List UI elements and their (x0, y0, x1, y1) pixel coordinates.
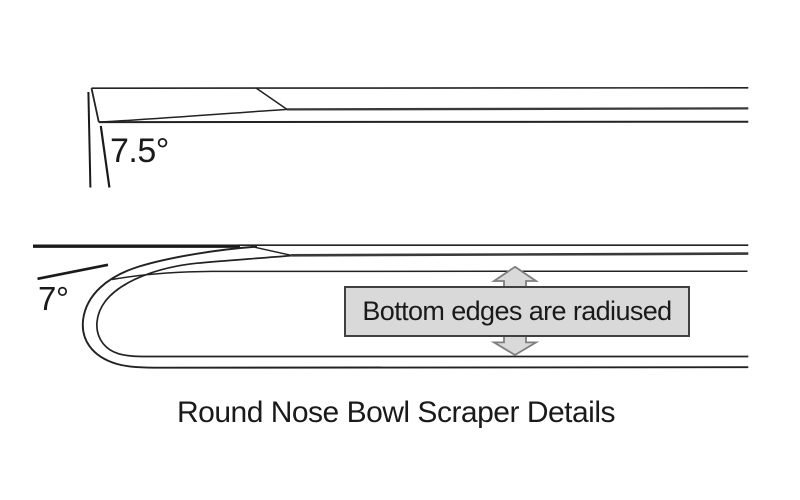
front-bevel-edge (90, 88, 100, 123)
cutting-edge-line (291, 252, 749, 257)
nose-angle-label: 7° (38, 280, 69, 317)
callout-box (344, 286, 690, 337)
grind-slant-line (255, 87, 288, 111)
angle-reference-slant-line (99, 125, 111, 188)
outer-nose-profile (81, 245, 749, 369)
grind-curve (98, 108, 288, 123)
callout-label: Bottom edges are radiused (362, 296, 672, 326)
angle-reference-vertical-line (87, 91, 92, 188)
bottom-scraper-drawing (33, 244, 749, 369)
top-scraper-drawing (87, 87, 749, 188)
bevel-tip-upper-line (254, 246, 292, 257)
diagram-title: Round Nose Bowl Scraper Details (176, 396, 616, 429)
inner-nose-profile (96, 254, 749, 358)
bevel-angle-label: 7.5° (110, 132, 169, 170)
mid-edge-line (286, 107, 749, 111)
angle-reference-line-7deg (37, 263, 109, 281)
center-top-edge-line (111, 270, 748, 281)
